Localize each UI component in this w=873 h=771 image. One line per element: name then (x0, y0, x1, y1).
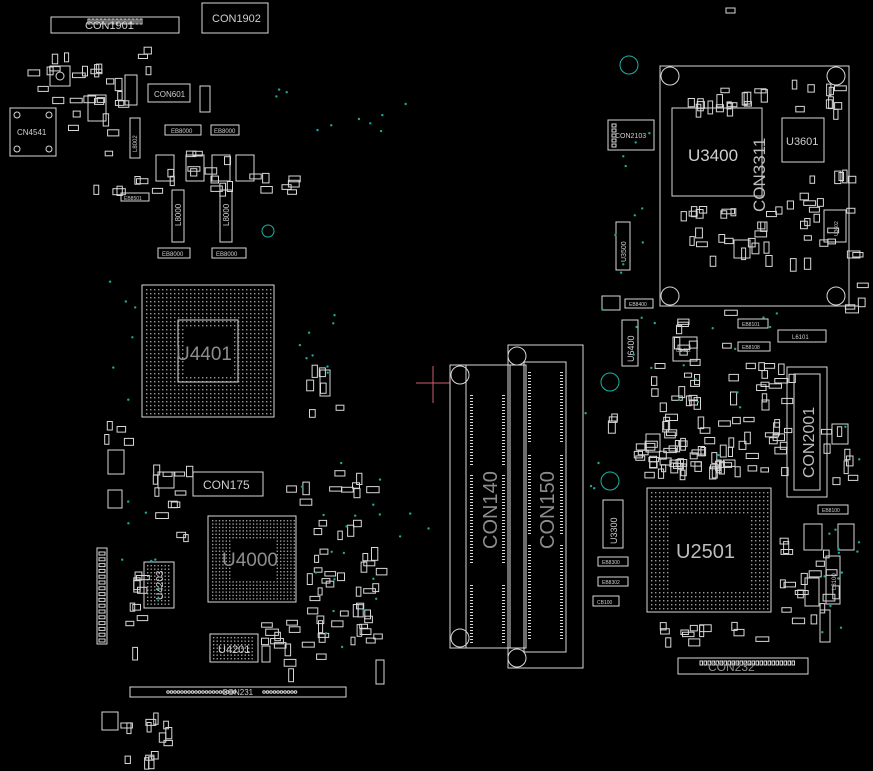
u3300-label: U3300 (609, 517, 619, 544)
ferrite-eb8000-d[interactable]: EB8000 (211, 247, 247, 259)
eb8108-label: EB8108 (742, 345, 760, 351)
connector-con1901[interactable]: CON1901 (50, 16, 180, 34)
l8002-label: L8002 (133, 135, 139, 152)
con175-label: CON175 (203, 478, 250, 492)
inductor-l8100[interactable]: L8100 (825, 555, 841, 605)
component-con601[interactable]: CON601 (147, 83, 191, 103)
cursor-crosshair (416, 366, 450, 403)
connector-side-strip[interactable] (96, 547, 108, 645)
ferrite-eb8302[interactable]: EB8302 (597, 576, 629, 587)
ferrite-eb8000-b[interactable]: EB8000 (210, 124, 240, 136)
connector-con150[interactable]: CON150 (507, 344, 584, 669)
ic-u4000[interactable]: U4000 (207, 515, 297, 603)
con3311-label: CON3311 (750, 138, 769, 212)
small-components-layer (27, 7, 869, 770)
eb8000b-label: EB8000 (214, 129, 236, 135)
ferrite-eb8400[interactable]: EB8400 (624, 298, 654, 309)
con601-label: CON601 (154, 90, 186, 99)
eb8400-label: EB8400 (629, 302, 647, 308)
eb8302-label: EB8302 (602, 580, 620, 586)
ic-u3601[interactable]: U3601 (781, 117, 825, 163)
ic-u6400[interactable]: U6400 (621, 319, 639, 367)
cn4541-label: CN4541 (17, 128, 47, 137)
ic-u3300[interactable]: U3300 (602, 499, 624, 549)
component-cb100[interactable]: CB100 (592, 595, 620, 607)
connector-con232[interactable]: CON232 (677, 657, 809, 675)
ferrite-eb8108[interactable]: EB8108 (737, 341, 771, 352)
ic-u4201[interactable]: U4201 (209, 633, 259, 663)
u4201-label: U4201 (218, 644, 250, 656)
u3400-label: U3400 (688, 146, 738, 165)
l6101-label: L6101 (792, 335, 809, 341)
ic-u3500[interactable]: U3500 (615, 221, 631, 271)
con150-label: CON150 (537, 471, 559, 549)
inductor-l6101[interactable]: L6101 (777, 329, 827, 343)
eb8000c-label: EB8000 (162, 252, 184, 258)
eb8101-label: EB8101 (742, 322, 760, 328)
con2001-label: CON2001 (801, 407, 818, 478)
connector-con2103[interactable]: CON2103 (607, 119, 655, 151)
component-cn4541[interactable]: CN4541 (9, 107, 57, 157)
ferrite-eb8000-a[interactable]: EB8000 (164, 124, 202, 136)
l8000a-label: L8000 (174, 203, 183, 226)
connector-con140[interactable]: CON140 (449, 364, 527, 649)
ferrite-eb8300[interactable]: EB8300 (597, 556, 629, 567)
ferrite-eb8000-c[interactable]: EB8000 (157, 247, 191, 259)
ferrite-eb8101[interactable]: EB8101 (737, 318, 769, 329)
eb8501-label: EB8501 (124, 196, 142, 202)
connector-con1902[interactable]: CON1902 (201, 2, 269, 34)
ic-u4203[interactable]: U4203 (143, 561, 175, 609)
eb8300-label: EB8300 (602, 560, 620, 566)
con1902-label: CON1902 (212, 13, 261, 25)
eb8100-label: EB8100 (822, 508, 840, 514)
con1901-label: CON1901 (85, 20, 134, 32)
ic-u2501[interactable]: U2501 (646, 487, 772, 613)
u3500-label: U3500 (621, 241, 628, 262)
connector-con175[interactable]: CON175 (192, 471, 264, 497)
ic-u3400[interactable]: U3400 (671, 107, 763, 197)
connector-con2001[interactable]: CON2001 (786, 366, 828, 498)
ic-u4401[interactable]: U4401 (141, 284, 275, 418)
inductor-l8002[interactable]: L8002 (129, 117, 141, 159)
u4401-label: U4401 (176, 344, 232, 365)
ferrite-eb8501[interactable]: EB8501 (120, 192, 150, 202)
eb8000a-label: EB8000 (171, 129, 193, 135)
u6400-label: U6400 (626, 335, 636, 362)
con232-label: CON232 (708, 660, 755, 674)
u4203-label: U4203 (155, 570, 166, 600)
con231-label: CON231 (222, 688, 254, 697)
button-switch[interactable] (49, 65, 71, 87)
inductor-l8000-a[interactable]: L8000 (171, 189, 185, 243)
u2501-label: U2501 (676, 541, 735, 563)
l8000b-label: L8000 (222, 203, 231, 226)
con140-label: CON140 (480, 471, 502, 549)
module-u3400-frame[interactable] (659, 65, 850, 307)
u4000-label: U4000 (222, 550, 278, 571)
l8100-label: L8100 (832, 573, 838, 590)
ferrite-eb8100[interactable]: EB8100 (817, 504, 849, 515)
connector-con231[interactable]: CON231 (129, 686, 347, 698)
vias-layer (108, 55, 861, 649)
con2103-label: CON2103 (615, 133, 646, 140)
u3601-label: U3601 (786, 136, 818, 148)
eb8000d-label: EB8000 (216, 252, 238, 258)
cb100-label: CB100 (597, 600, 613, 606)
inductor-l8000-b[interactable]: L8000 (219, 189, 233, 243)
